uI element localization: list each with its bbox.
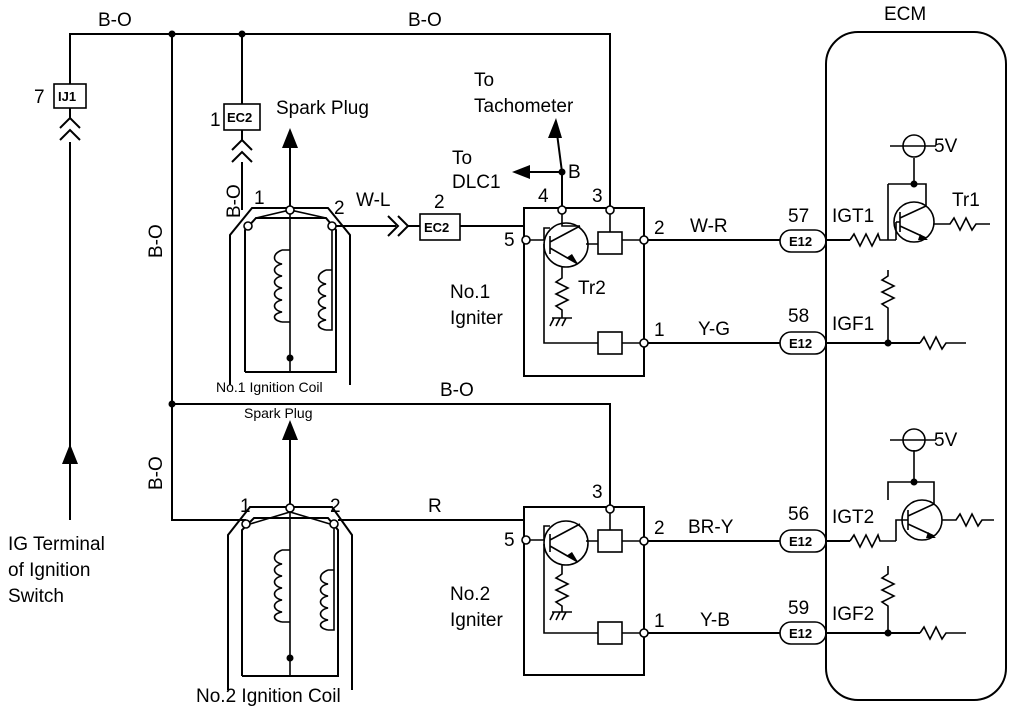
coil1-pin-2: 2 <box>334 198 345 219</box>
ig2-pin-2: 2 <box>654 518 665 539</box>
pin-59: 59 <box>788 598 809 619</box>
igf2-label: IGF2 <box>832 604 874 625</box>
ecm-box <box>825 31 1007 701</box>
tach-wire-label: B <box>568 162 581 183</box>
igt2-label: IGT2 <box>832 507 874 528</box>
svg-text:E12: E12 <box>789 234 812 249</box>
wire-label-coil2-igniter2: R <box>428 496 442 517</box>
pin-56: 56 <box>788 504 809 525</box>
ig-terminal-line3: Switch <box>8 586 64 607</box>
ig1-pin-2: 2 <box>654 218 665 239</box>
ec2-mid-pin: 2 <box>434 192 445 213</box>
igniter1-line2: Igniter <box>450 308 503 329</box>
v5-bottom-label: 5V <box>934 430 958 451</box>
wire-label-igt2: BR-Y <box>688 517 734 538</box>
igt1-label: IGT1 <box>832 206 874 227</box>
ig2-pin-1: 1 <box>654 611 665 632</box>
ig1-pin-5: 5 <box>504 230 515 251</box>
no1-igniter <box>521 205 649 377</box>
ij1-pin-label: 7 <box>34 87 45 108</box>
tr1-label: Tr1 <box>952 190 980 211</box>
no2-ignition-coil <box>227 503 353 690</box>
ig1-pin-1: 1 <box>654 320 665 341</box>
dlc1-label: DLC1 <box>452 172 501 193</box>
ec2-mid-label: EC2 <box>424 220 449 235</box>
igf1-label: IGF1 <box>832 314 874 335</box>
ecm-label: ECM <box>884 4 926 25</box>
wire-label-igt1: W-R <box>690 216 728 237</box>
e12-connector-59: E12 <box>779 621 827 645</box>
wire-label-left-vertical: B-O <box>146 224 167 258</box>
igniter2-line1: No.2 <box>450 584 490 605</box>
svg-text:E12: E12 <box>789 534 812 549</box>
ij1-label: IJ1 <box>58 89 76 104</box>
ig-terminal-line1: IG Terminal <box>8 534 105 555</box>
igniter2-line2: Igniter <box>450 610 503 631</box>
svg-text:E12: E12 <box>789 626 812 641</box>
ecm-internal-lower <box>826 428 994 641</box>
ig2-pin-5: 5 <box>504 530 515 551</box>
wire-label-igf2: Y-B <box>700 610 730 631</box>
e12-connector-56: E12 <box>779 529 827 553</box>
no2-igniter <box>521 504 649 676</box>
wire-label-igf1: Y-G <box>698 319 730 340</box>
coil2-label: No.2 Ignition Coil <box>196 686 341 707</box>
wire-label-coil1-vertical: B-O <box>224 184 245 218</box>
coil1-pin-1: 1 <box>254 188 265 209</box>
tachometer-label: Tachometer <box>474 96 574 117</box>
e12-connector-57: E12 <box>779 229 827 253</box>
pin-57: 57 <box>788 206 809 227</box>
no1-ignition-coil <box>229 205 351 385</box>
e12-connector-58: E12 <box>779 331 827 355</box>
dlc-to: To <box>452 148 472 169</box>
igniter1-line1: No.1 <box>450 282 490 303</box>
coil2-pin-1: 1 <box>240 496 251 517</box>
ig-terminal-line2: of Ignition <box>8 560 90 581</box>
wire-label-top-right: B-O <box>408 10 442 31</box>
tr2-label: Tr2 <box>578 278 606 299</box>
ig1-pin-3: 3 <box>592 186 603 207</box>
wire-label-top-left: B-O <box>98 10 132 31</box>
svg-text:E12: E12 <box>789 336 812 351</box>
spark-plug-1-label: Spark Plug <box>276 98 369 119</box>
ig2-pin-3: 3 <box>592 482 603 503</box>
ec2-top-label: EC2 <box>227 110 252 125</box>
ig1-pin-4: 4 <box>538 186 549 207</box>
coil2-pin-2: 2 <box>330 496 341 517</box>
pin-58: 58 <box>788 306 809 327</box>
tach-to: To <box>474 70 494 91</box>
v5-top-label: 5V <box>934 136 958 157</box>
wire-label-mid-horizontal: B-O <box>440 380 474 401</box>
ecm-internal-upper <box>826 134 990 351</box>
wire-label-lower-vertical: B-O <box>146 456 167 490</box>
wire-label-coil1-ec2: W-L <box>356 190 390 211</box>
coil1-label: No.1 Ignition Coil <box>216 379 323 395</box>
power-wiring <box>53 30 611 521</box>
spark-plug-2-label: Spark Plug <box>244 405 312 421</box>
ec2-top-pin: 1 <box>210 110 221 131</box>
